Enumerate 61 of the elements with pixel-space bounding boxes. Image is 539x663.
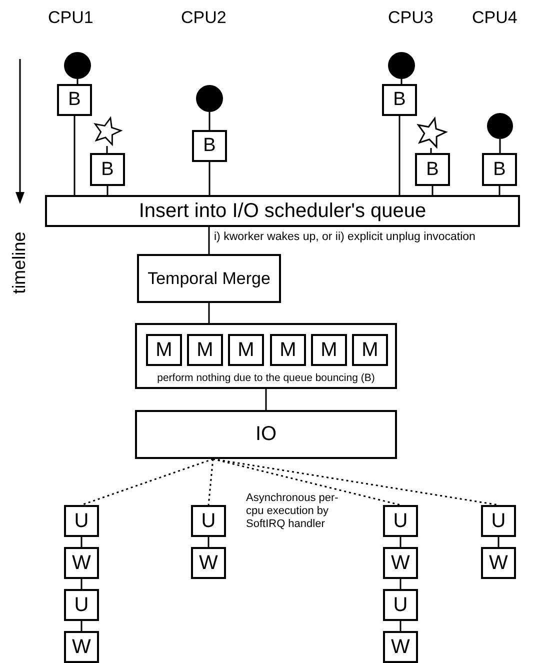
process-box: Insert into I/O scheduler's queue	[45, 195, 520, 227]
process-box: B	[90, 153, 125, 186]
process-box: W	[383, 547, 418, 579]
process-box: U	[383, 589, 418, 621]
process-box: W	[191, 547, 226, 579]
connector-line	[208, 162, 210, 195]
process-box: B	[382, 84, 417, 116]
connector-line	[430, 148, 432, 153]
dotted-connector	[212, 458, 499, 506]
connector-line	[265, 389, 267, 410]
connector-line	[499, 139, 501, 153]
process-box: U	[383, 505, 418, 537]
process-box: M	[352, 334, 388, 366]
process-box: W	[383, 631, 418, 663]
process-box: M	[228, 334, 264, 366]
process-box: M	[270, 334, 306, 366]
connector-line	[76, 79, 78, 84]
process-box: M	[187, 334, 223, 366]
process-box: W	[64, 547, 99, 579]
process-box: W	[481, 547, 516, 579]
connector-line	[498, 537, 500, 547]
axis-label: timeline	[9, 230, 30, 296]
connector-line	[80, 579, 82, 589]
process-box: B	[192, 130, 227, 162]
connector-line	[400, 79, 402, 84]
connector-line	[80, 621, 82, 631]
connector-line	[432, 186, 434, 195]
dotted-connector	[81, 458, 214, 506]
process-box: Temporal Merge	[137, 254, 281, 303]
connector-line	[498, 186, 500, 195]
group-box: M M M M M M perform nothing due to the queue bouncing (B)	[135, 323, 397, 389]
connector-line	[106, 186, 108, 195]
connector-line	[106, 146, 108, 153]
connector-line	[208, 303, 210, 323]
column-heading: CPU2	[181, 8, 226, 28]
process-box: M	[146, 334, 182, 366]
connector-line	[80, 537, 82, 547]
annotation-text: Asynchronous per-cpu execution by SoftIRQ handler	[246, 492, 340, 532]
process-box: U	[64, 589, 99, 621]
column-heading: CPU1	[48, 8, 94, 28]
column-heading: CPU4	[472, 8, 518, 28]
connector-line	[208, 227, 210, 254]
connector-line	[400, 621, 402, 631]
connector-line	[208, 537, 210, 547]
connector-line	[74, 116, 76, 195]
edge-label: i) kworker wakes up, or ii) explicit unplug invocation	[214, 231, 476, 245]
column-heading: CPU3	[388, 8, 434, 28]
process-box: M	[311, 334, 347, 366]
process-box: U	[64, 505, 99, 537]
connector-line	[400, 579, 402, 589]
process-box: B	[57, 84, 92, 116]
process-box: B	[482, 153, 517, 186]
process-box: W	[64, 631, 99, 663]
process-box: U	[481, 505, 516, 537]
process-box: B	[415, 153, 450, 186]
connector-line	[208, 112, 210, 130]
dotted-connector	[208, 458, 214, 506]
connector-line	[398, 116, 400, 195]
process-box: U	[191, 505, 226, 537]
process-box: IO	[135, 410, 397, 459]
connector-line	[400, 537, 402, 547]
